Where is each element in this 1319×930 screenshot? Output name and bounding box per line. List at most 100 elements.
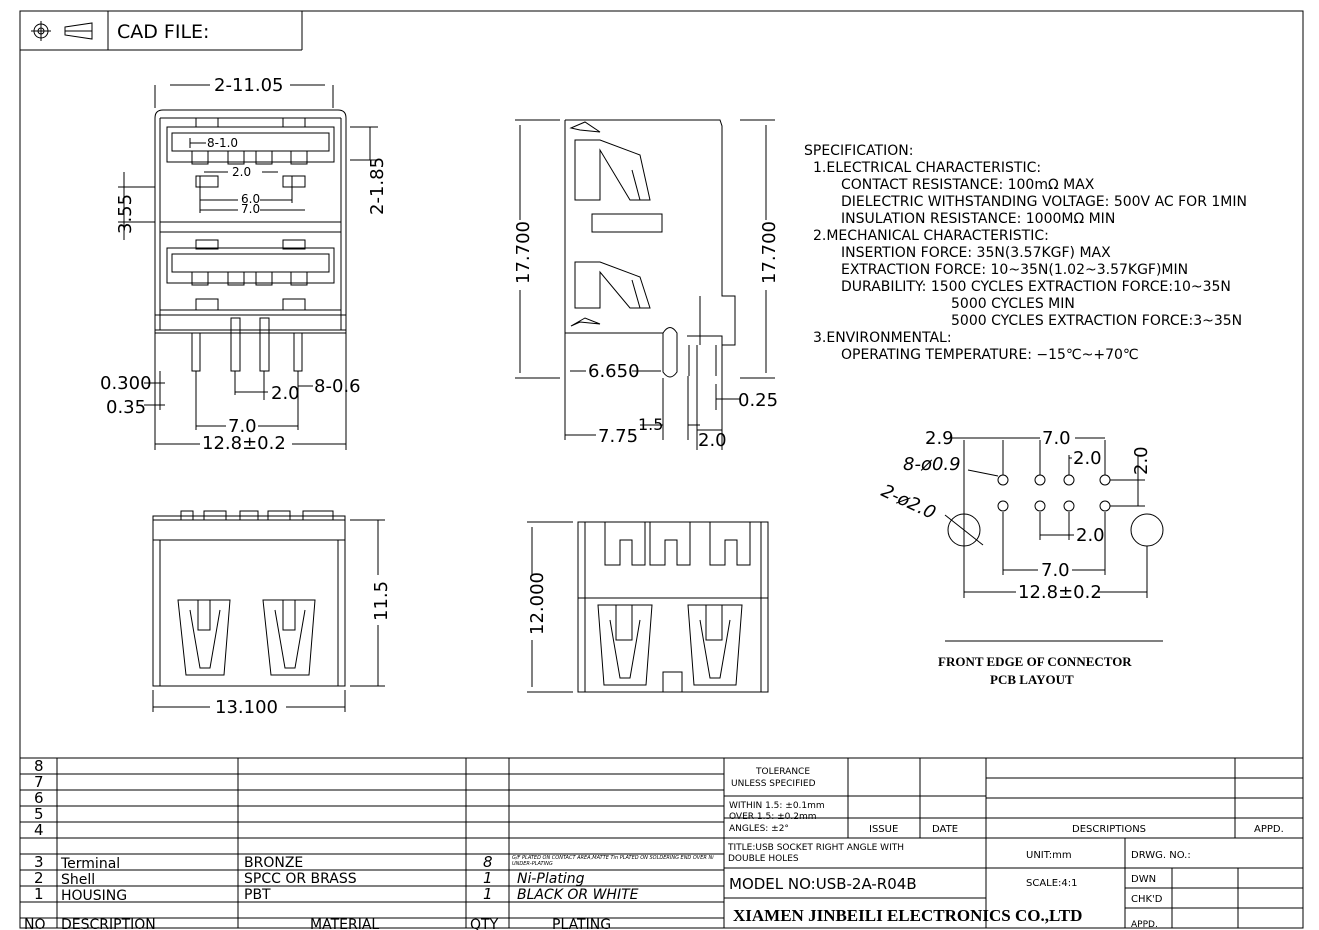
bom-row-plating: Ni-Plating [517,871,585,887]
title-line-2: DOUBLE HOLES [728,854,799,864]
spec-line: INSERTION FORCE: 35N(3.57KGF) MAX [841,245,1111,261]
bom-row-qty: 1 [483,885,493,903]
dim-7-75: 7.75 [598,426,638,447]
bom-row-number: 5 [34,805,44,823]
pcb-big-holes-label: 2-ø2.0 [878,480,939,523]
dim-6-0: 6.0 [241,192,260,206]
dim-7-0-top: 7.0 [241,202,260,216]
bom-row-material: BRONZE [244,855,303,871]
drawn-by-label: DWN [1131,874,1156,885]
dim-13-100: 13.100 [215,697,278,718]
spec-line: DURABILITY: 1500 CYCLES EXTRACTION FORCE… [841,279,1231,295]
dim-2-0-side: 2.0 [698,430,727,451]
pcb-small-holes-label: 8-ø0.9 [903,454,961,475]
bom-header-plating: PLATING [552,917,611,930]
title-line-1: TITLE:USB SOCKET RIGHT ANGLE WITH [727,843,904,853]
projection-symbol-icon [31,21,93,41]
bom-row-desc: Terminal [60,856,120,872]
pcb-dim-2-0-b: 2.0 [1076,525,1105,546]
bom-header-material: MATERIAL [310,917,379,930]
pcb-hole [1063,500,1075,512]
title-block: TOLERANCE UNLESS SPECIFIED WITHIN 1.5: ±… [724,758,1303,930]
bom-row-plating: BLACK OR WHITE [517,887,639,903]
pcb-layout: 2.9 7.0 2.0 2.0 8-ø0.9 2-ø2.0 2.0 7.0 12… [878,428,1164,687]
bom-header-desc: DESCRIPTION [61,917,156,930]
spec-line: 5000 CYCLES MIN [951,296,1075,312]
pcb-hole [1063,474,1075,486]
dim-2-11-05: 2-11.05 [214,75,283,96]
dim-7-0-bottom: 7.0 [228,416,257,437]
spec-line: 5000 CYCLES EXTRACTION FORCE:3~35N [951,313,1242,329]
bom-row-desc: HOUSING [61,888,127,904]
tolerance-within: WITHIN 1.5: ±0.1mm [729,801,825,811]
dim-8-0-6: 8-0.6 [314,376,361,397]
company-name: XIAMEN JINBEILI ELECTRONICS CO.,LTD [733,906,1082,925]
bom-header-no: NO [24,917,46,930]
dim-11-5: 11.5 [371,581,392,621]
spec-line: 3.ENVIRONMENTAL: [813,330,952,346]
tolerance-label: TOLERANCE [755,767,810,777]
pcb-caption-layout: PCB LAYOUT [990,672,1074,687]
date-header: DATE [932,824,958,835]
dim-12-8: 12.8±0.2 [202,433,286,454]
bom-row-material: PBT [244,887,271,903]
pcb-dim-2-0-v: 2.0 [1131,446,1152,475]
side-view: 17.700 17.700 6.650 1.5 7.75 2.0 0.25 [513,119,780,451]
bom-row-number: 8 [34,757,44,775]
scale-label: SCALE:4:1 [1026,878,1078,889]
pcb-dim-2-9: 2.9 [925,428,954,449]
spec-line: 1.ELECTRICAL CHARACTERISTIC: [813,160,1041,176]
dim-12-000: 12.000 [527,572,548,635]
dim-2-0-top: 2.0 [232,165,251,179]
pcb-hole [1034,500,1046,512]
pcb-caption-front-edge: FRONT EDGE OF CONNECTOR [938,654,1132,669]
drawing-number-label: DRWG. NO.: [1131,850,1191,861]
spec-line: INSULATION RESISTANCE: 1000MΩ MIN [841,211,1115,227]
bom-table: 8 7 6 5 4 3 Terminal BRONZE 8 G/F PLATED… [20,757,1303,930]
approved-by-label: APPD. [1131,920,1158,930]
issue-header: ISSUE [869,824,898,835]
dim-6-650: 6.650 [588,361,640,382]
dim-0-25: 0.25 [738,390,778,411]
model-number: MODEL NO:USB-2A-R04B [729,875,917,893]
dim-2-0-pin: 2.0 [271,383,300,404]
bom-row-qty: 1 [483,869,493,887]
dim-17-700-left: 17.700 [513,221,534,284]
sheet-border [19,10,1304,929]
bom-row-material: SPCC OR BRASS [244,871,357,887]
pcb-mount-hole [1130,513,1164,547]
spec-line: CONTACT RESISTANCE: 100mΩ MAX [841,177,1095,193]
rear-side-view: 12.000 [527,521,769,693]
spec-line: EXTRACTION FORCE: 10~35N(1.02~3.57KGF)MI… [841,262,1188,278]
rear-view: 13.100 11.5 [152,510,392,718]
bom-header-qty: QTY [470,917,499,930]
tolerance-sub-label: UNLESS SPECIFIED [731,779,816,789]
appd-header: APPD. [1254,824,1284,835]
bom-row-desc: Shell [61,872,95,888]
unit-label: UNIT:mm [1026,850,1072,861]
pcb-hole [1099,500,1111,512]
bom-row-plating: G/F PLATED ON CONTACT AREA,MATTE Tin PLA… [512,855,714,867]
bom-row-no: 2 [34,869,44,887]
descriptions-header: DESCRIPTIONS [1072,824,1146,835]
dim-0-35: 0.35 [106,397,146,418]
pcb-hole [997,500,1009,512]
pcb-dim-7-0-bot: 7.0 [1041,560,1070,581]
spec-line: OPERATING TEMPERATURE: −15℃~+70℃ [841,347,1139,363]
spec-line: 2.MECHANICAL CHARACTERISTIC: [813,228,1049,244]
dim-1-5: 1.5 [638,415,663,434]
dim-3-55: 3.55 [115,194,136,234]
pcb-hole [997,474,1009,486]
bom-row-number: 7 [34,773,44,791]
spec-title: SPECIFICATION: [804,143,913,159]
dim-0-300: 0.300 [100,373,152,394]
tolerance-over: OVER 1.5: ±0.2mm [729,812,816,822]
front-view: 2-11.05 8-1.0 2.0 6.0 7.0 2-1.85 3.55 0.… [100,75,388,454]
bom-row-number: 6 [34,789,44,807]
specification: SPECIFICATION: 1.ELECTRICAL CHARACTERIST… [804,143,1247,363]
spec-line: DIELECTRIC WITHSTANDING VOLTAGE: 500V AC… [841,194,1247,210]
pcb-dim-2-0-a: 2.0 [1073,448,1102,469]
pcb-dim-7-0-top: 7.0 [1042,428,1071,449]
pcb-hole [1099,474,1111,486]
